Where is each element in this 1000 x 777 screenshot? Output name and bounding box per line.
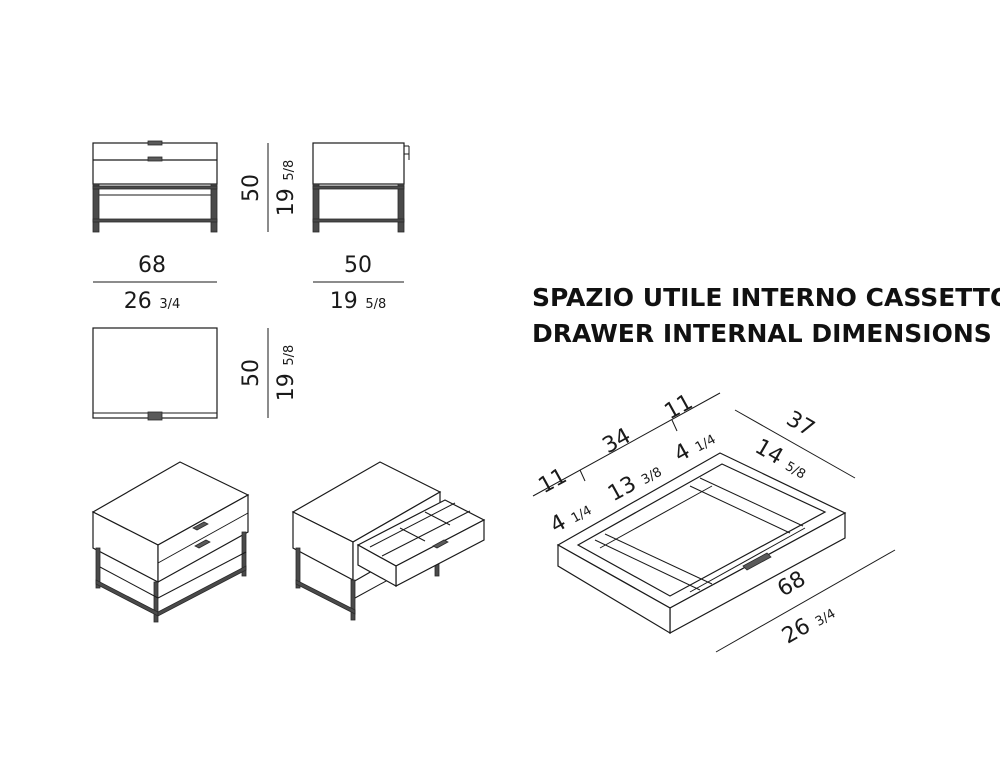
perspective-open — [291, 461, 486, 621]
side-view — [312, 142, 410, 233]
drawer-width-in-frac: 3/4 — [813, 606, 839, 629]
drawer-width-in: 26 — [778, 614, 815, 650]
side-depth-in: 19 — [330, 289, 358, 314]
front-width-in-frac: 3/4 — [159, 297, 180, 312]
drawer-isometric — [556, 452, 847, 635]
top-view — [92, 327, 218, 421]
svg-text:26 3/4: 26 3/4 — [778, 599, 839, 649]
svg-text:19 5/8: 19 5/8 — [274, 160, 299, 217]
drawer-side-left-in: 4 — [546, 510, 570, 539]
svg-text:19 5/8: 19 5/8 — [330, 289, 387, 314]
front-width-cm: 68 — [138, 253, 166, 278]
drawer-depth-in: 14 — [751, 434, 788, 470]
side-depth-dimension: 50 19 5/8 — [313, 253, 404, 314]
top-depth-in: 19 — [274, 373, 299, 401]
heading-english: DRAWER INTERNAL DIMENSIONS — [532, 319, 992, 348]
drawer-middle-in-frac: 3/8 — [639, 465, 665, 488]
front-height-cm: 50 — [239, 174, 264, 202]
drawer-depth-in-frac: 5/8 — [782, 459, 808, 482]
top-depth-dimension: 50 19 5/8 — [239, 328, 299, 418]
svg-text:19 5/8: 19 5/8 — [274, 345, 299, 402]
front-width-dimension: 68 26 3/4 — [93, 253, 217, 314]
front-width-in: 26 — [124, 289, 152, 314]
svg-text:26 3/4: 26 3/4 — [124, 289, 181, 314]
drawer-side-left-cm: 11 — [535, 464, 572, 499]
drawer-side-left-in-frac: 1/4 — [569, 503, 595, 526]
drawer-middle-cm: 34 — [599, 424, 636, 459]
side-depth-cm: 50 — [344, 253, 372, 278]
drawer-side-right-in: 4 — [670, 439, 694, 468]
perspective-closed — [91, 461, 250, 623]
front-view — [92, 140, 218, 233]
drawer-side-right-in-frac: 1/4 — [693, 432, 719, 455]
front-height-dimension: 50 19 5/8 — [239, 143, 299, 232]
drawer-depth-cm: 37 — [782, 407, 819, 443]
drawer-side-right-cm: 11 — [661, 390, 698, 425]
side-depth-in-frac: 5/8 — [365, 297, 386, 312]
top-depth-cm: 50 — [239, 359, 264, 387]
front-height-in: 19 — [274, 188, 299, 216]
front-height-in-frac: 5/8 — [282, 160, 297, 181]
heading-italian: SPAZIO UTILE INTERNO CASSETTO — [532, 283, 1000, 312]
top-depth-in-frac: 5/8 — [282, 345, 297, 366]
